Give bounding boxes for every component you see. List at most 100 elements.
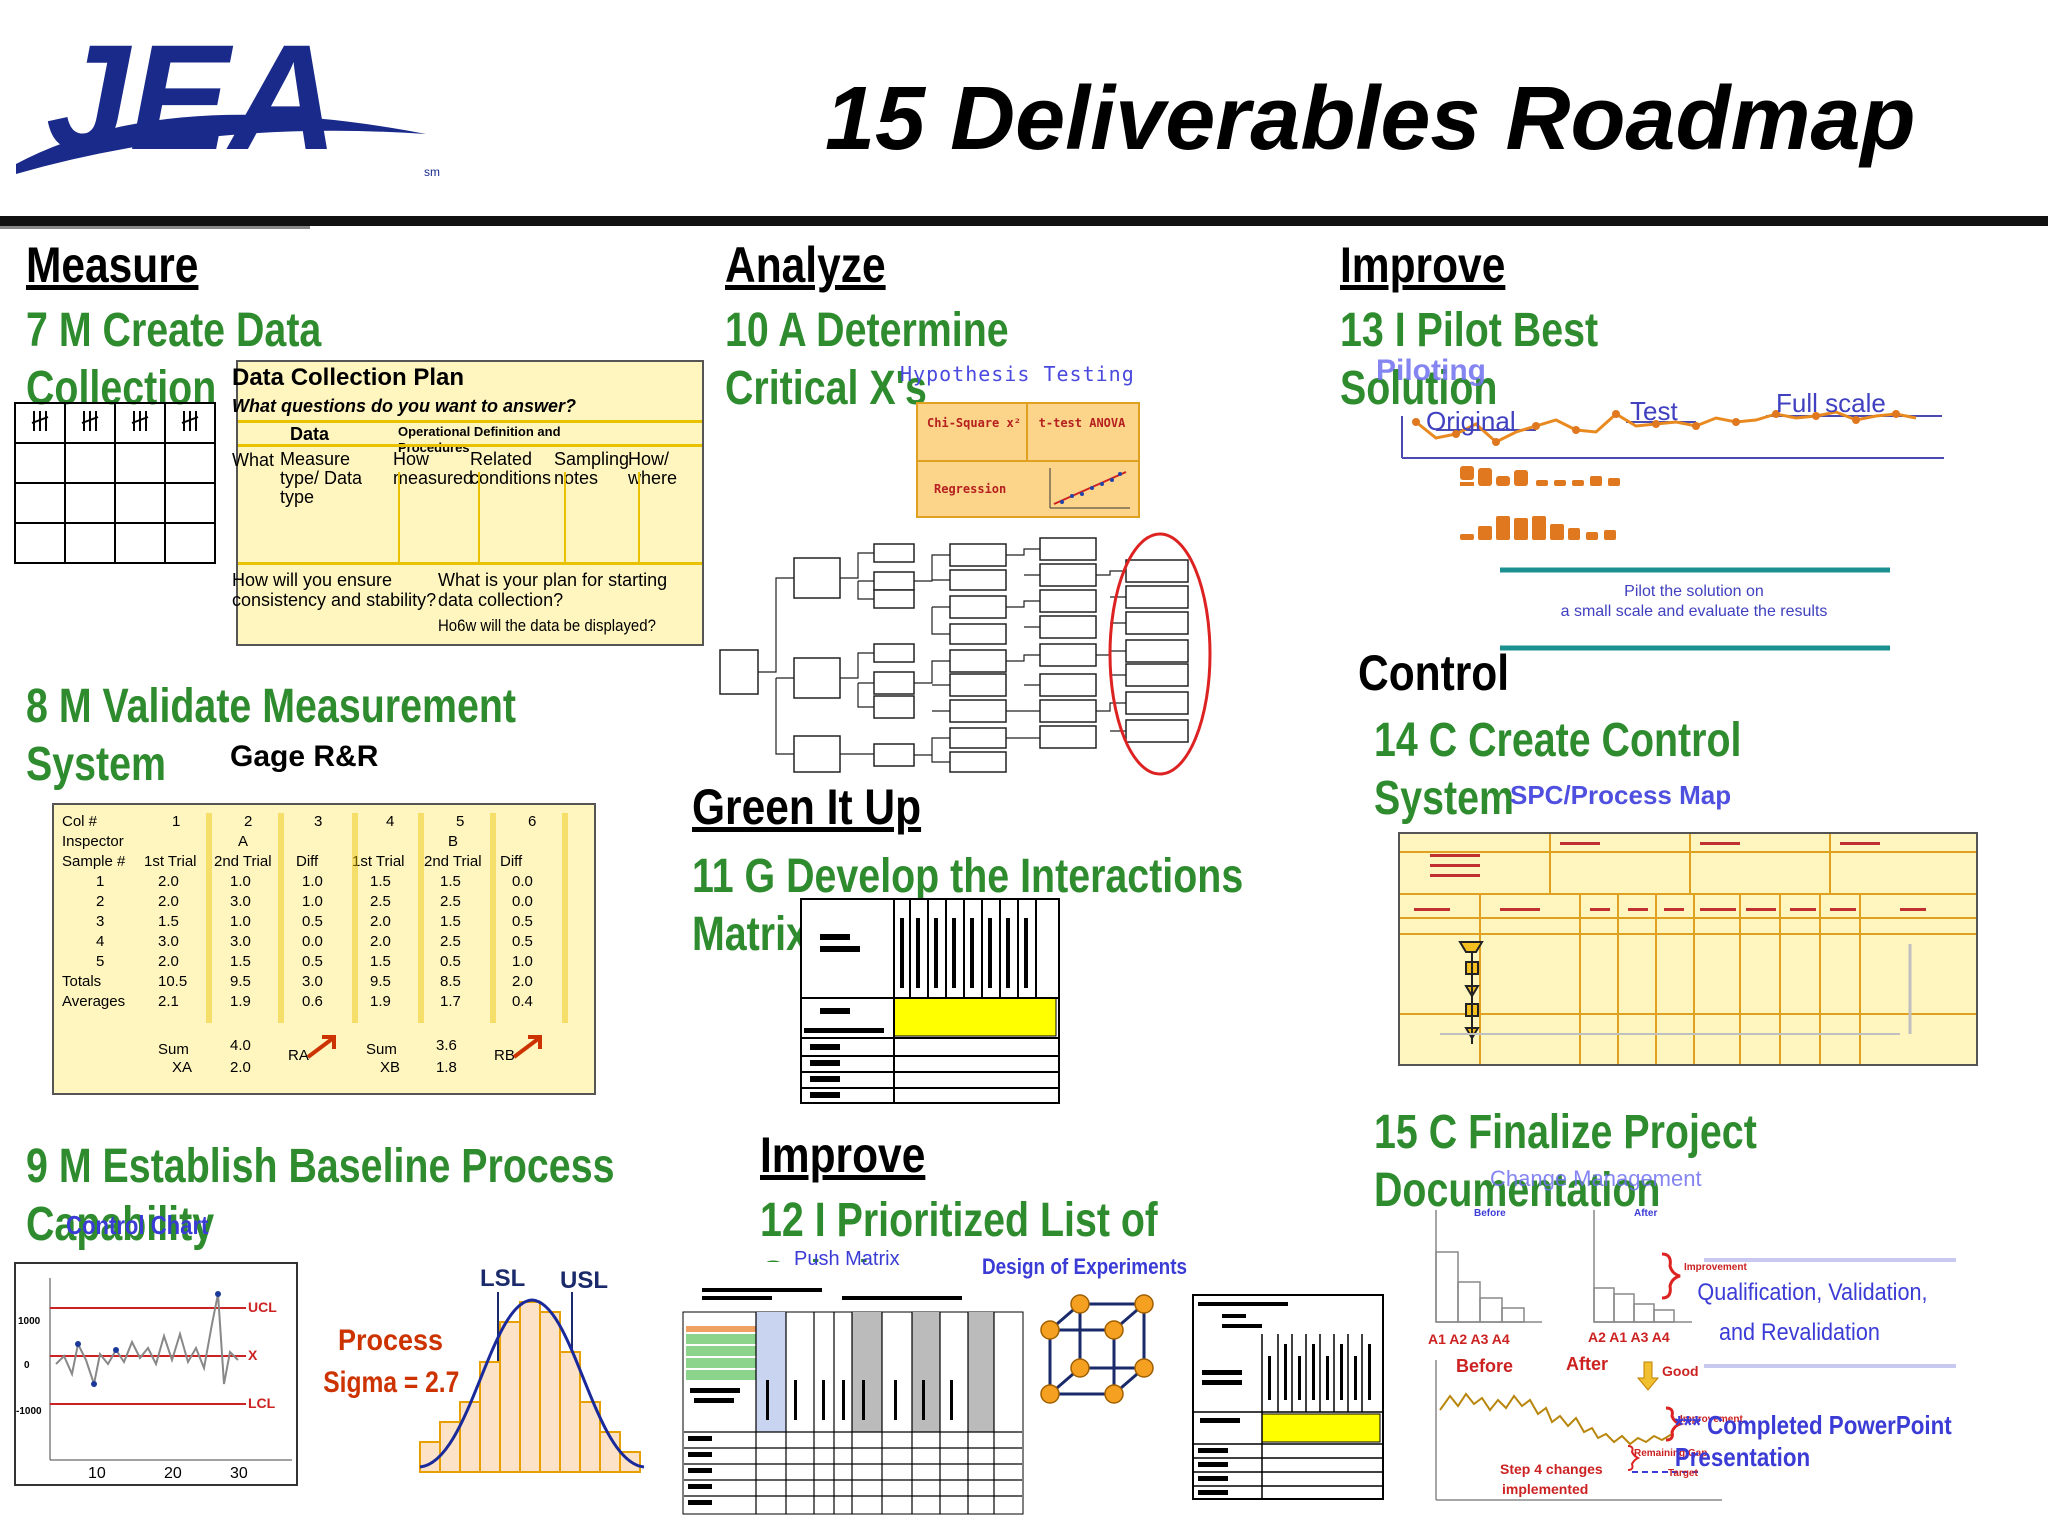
dcp-col-measure: Measure type/ Data type [280,449,363,507]
deliverable-11: 11 G Develop the Interactions Matrix [692,848,1243,964]
gage-xb: XB [380,1059,401,1076]
pilot-note-2: a small scale and evaluate the results [1561,603,1828,620]
gage-cell: 1.5 [370,953,391,970]
control-chart-label: Control Chart [66,1210,209,1240]
deliverable-9-line2: Capability [26,1198,215,1251]
good-label: Good [1662,1363,1699,1379]
deliverable-8-line1: 8 M Validate Measurement [26,680,517,733]
gage-cell: 8.5 [440,973,461,990]
dcp-display: Ho6w will the data be displayed? [438,616,656,635]
dcp-col-where: How/ where [628,449,678,488]
jea-logo: JEA sm [6,13,446,184]
lsl-label: LSL [480,1265,525,1292]
phase-analyze: Analyze [725,237,886,293]
test-label: Test [1630,396,1678,426]
page-title: 15 Deliverables Roadmap [825,69,1916,169]
check-sheet-cell [164,442,216,484]
gage-cell: 3.0 [158,933,179,950]
deliverable-15: 15 C Finalize Project Documentation [1374,1104,1757,1220]
dcp-col-what: What [232,450,275,470]
step4-label: Step 4 changes [1500,1461,1603,1477]
control-plan-sheet [1398,832,1978,1066]
hypothesis-box: Chi-Square x² t-test ANOVA Regression [916,402,1140,518]
gage-cell: 1.0 [512,953,533,970]
gage-cell: 1.0 [230,873,251,890]
check-sheet-cell [14,402,66,444]
deliverable-14-line2: System [1374,772,1515,825]
gage-sum-b-val: 3.6 [436,1037,457,1054]
sigma-label: Sigma = 2.7 [323,1365,459,1399]
deliverable-11-line1: 11 G Develop the Interactions [692,850,1244,903]
gage-cell: 2.0 [158,953,179,970]
gage-cell: 5 [96,953,105,970]
gage-cell: 6 [528,813,537,830]
piloting-label: Piloting [1376,354,1486,387]
control-chart: UCL X LCL 1000 0 -1000 10 20 30 [14,1262,298,1486]
gage-xa: XA [172,1059,193,1076]
push-matrix [682,1280,1024,1516]
gage-cell: 1.9 [230,993,251,1010]
check-sheet-cell [64,402,116,444]
gage-cell: 1.9 [370,993,391,1010]
gage-sum-label-b: Sum [366,1041,397,1058]
ucl-label: UCL [248,1299,277,1315]
header-rule-thin [0,226,310,229]
deliverable-10-line1: 10 A Determine [725,304,1009,357]
completed-line2: Presentation [1675,1443,1810,1472]
deliverable-8: 8 M Validate Measurement System [26,678,516,794]
gage-cell: 2.5 [440,933,461,950]
spc-process-map-label: SPC/Process Map [1510,780,1732,810]
deliverable-14-line1: 14 C Create Control [1374,714,1742,767]
improvement-label: Improvement [1684,1262,1747,1273]
data-collection-plan: Data Collection Plan What questions do y… [232,360,704,646]
chi-square-label: Chi-Square x² [927,416,1021,430]
gage-cell: A [238,833,249,850]
phase-measure: Measure [26,237,199,293]
deliverable-7-line1: 7 M Create Data [26,304,322,357]
deliverable-12-line1: 12 I Prioritized List of [760,1194,1159,1247]
gage-sum-label-a: Sum [158,1041,189,1058]
gage-cell: 2.0 [158,873,179,890]
check-sheet-cell [64,482,116,524]
header-rule [0,216,2048,226]
dcp-title: Data Collection Plan [232,364,465,391]
deliverable-13-line2: Solution [1340,362,1498,415]
push-matrix-label: Push Matrix [794,1248,900,1270]
dcp-ensure: How will you ensure consistency and stab… [232,570,437,610]
y-tick-0: 0 [24,1360,30,1371]
check-sheet-cell [164,402,216,444]
gage-cell: Sample # [62,853,126,870]
qualification-line2: and Revalidation [1719,1318,1880,1345]
deliverable-12: 12 I Prioritized List of Solutions [760,1192,1158,1262]
gage-cell: Inspector [62,833,124,850]
deliverable-13: 13 I Pilot Best Solution [1340,302,1598,418]
usl-label: USL [560,1267,608,1294]
gage-cell: 2 [244,813,253,830]
gage-cell: 3 [96,913,105,930]
gage-cell: 10.5 [158,973,188,990]
gage-cell: 4 [96,933,105,950]
gage-cell: 0.6 [302,993,323,1010]
gage-cell: 2.0 [370,913,391,930]
gage-sum-a: Sum XA 4.0 2.0 RA [158,1037,309,1076]
gage-sum-a-val: 4.0 [230,1037,251,1054]
gage-cell: Averages [62,993,126,1010]
process-label: Process [338,1324,443,1358]
gage-cell: 1.0 [302,873,323,890]
check-sheet-cell [164,522,216,564]
check-sheet [14,402,216,564]
implemented-label: implemented [1502,1481,1588,1497]
pilot-note-1: Pilot the solution on [1624,583,1764,600]
gage-cell: 2.0 [512,973,533,990]
interactions-matrix [800,898,1060,1104]
dcp-col-sampling: Sampling notes [554,449,630,488]
gage-cell: Diff [296,853,319,870]
gage-cell: 1.5 [370,873,391,890]
a-labels-after: A2 A1 A3 A4 [1588,1329,1670,1345]
dcp-question: What questions do you want to answer? [232,396,577,416]
deliverable-15-line2: Documentation [1374,1164,1661,1217]
gage-cell: 3.0 [302,973,323,990]
after-label: After [1566,1354,1608,1374]
gage-sum-b: Sum XB 3.6 1.8 RB [366,1037,515,1076]
gage-cell: 5 [456,813,465,830]
